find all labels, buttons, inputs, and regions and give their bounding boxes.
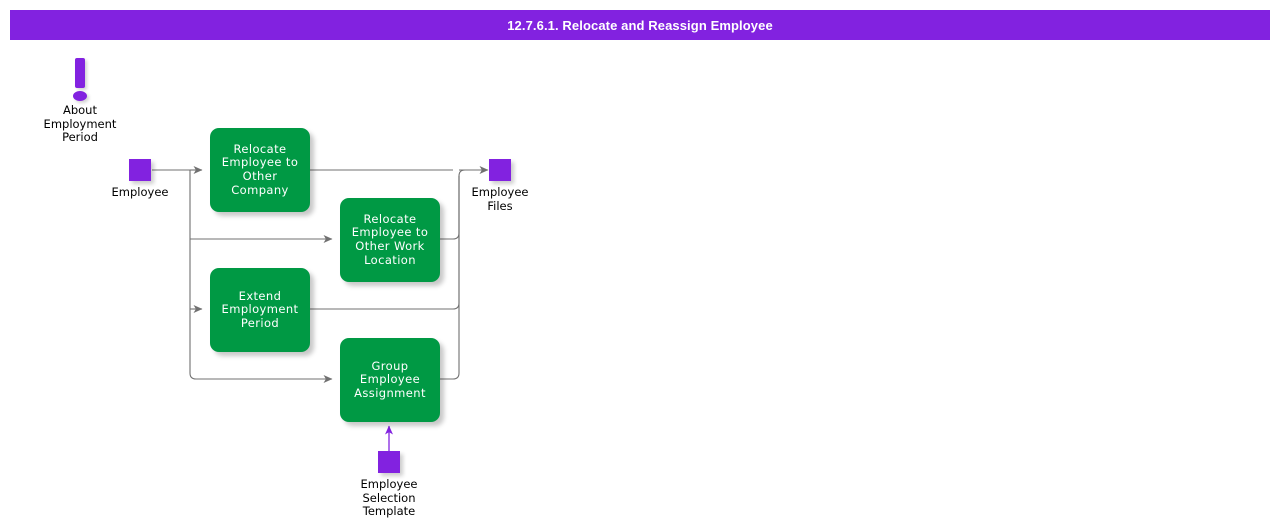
activity-label: Relocate Employee to Other Company xyxy=(221,141,299,197)
object-swatch-icon xyxy=(129,159,151,181)
activity-relocate-employee-to-other-work-location[interactable]: Relocate Employee to Other Work Location xyxy=(340,198,440,282)
object-label-employee-files: Employee Files xyxy=(471,185,529,213)
page-title-bar: 12.7.6.1. Relocate and Reassign Employee xyxy=(10,10,1270,40)
activity-label: Extend Employment Period xyxy=(221,288,299,330)
activity-group-employee-assignment[interactable]: Group Employee Assignment xyxy=(340,338,440,422)
activity-extend-employment-period[interactable]: Extend Employment Period xyxy=(210,268,310,352)
activity-label: Group Employee Assignment xyxy=(354,358,426,400)
object-label-employee-selection-template: Employee Selection Template xyxy=(360,477,418,518)
object-label-employee: Employee xyxy=(111,185,169,199)
object-swatch-icon xyxy=(489,159,511,181)
exclamation-mark-icon xyxy=(75,58,85,88)
object-node-employee-selection-template[interactable]: Employee Selection Template xyxy=(361,451,417,518)
object-node-employee-files[interactable]: Employee Files xyxy=(472,159,528,212)
activity-relocate-employee-to-other-company[interactable]: Relocate Employee to Other Company xyxy=(210,128,310,212)
wire-relocate-other-work-location-to-spine xyxy=(440,169,466,240)
object-swatch-icon xyxy=(378,451,400,473)
wire-group-employee-assignment-to-spine xyxy=(440,176,460,380)
activity-label: Relocate Employee to Other Work Location xyxy=(351,211,429,267)
page-title: 12.7.6.1. Relocate and Reassign Employee xyxy=(507,17,773,33)
object-node-employee[interactable]: Employee xyxy=(112,159,168,199)
exclamation-dot-icon xyxy=(73,91,87,101)
note-label: About Employment Period xyxy=(43,103,117,144)
